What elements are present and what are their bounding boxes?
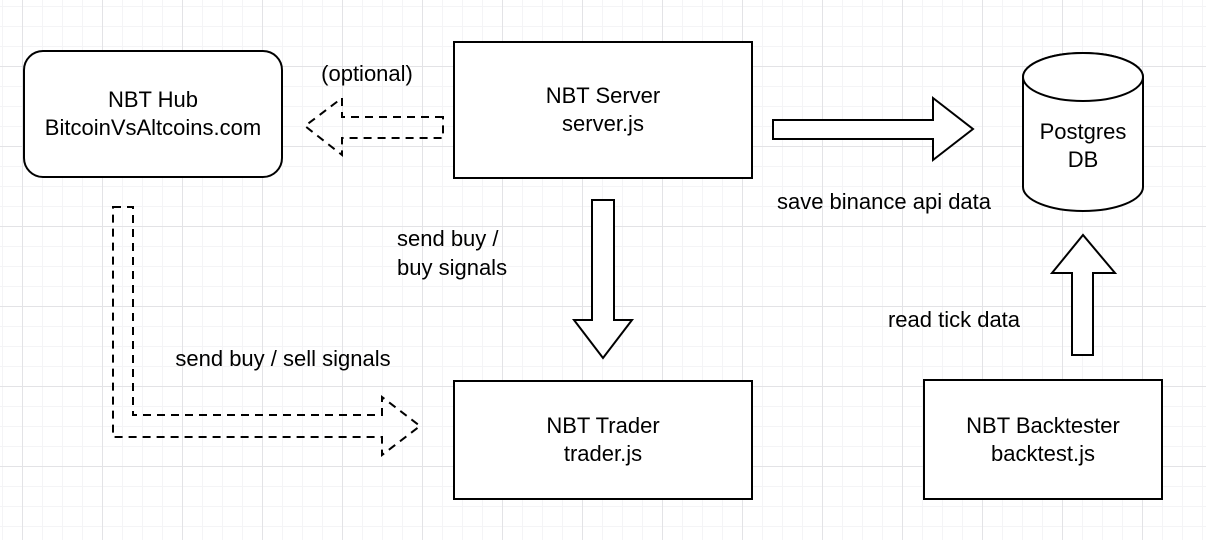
label-send-buy-buy-signals-line1: send buy /: [397, 226, 499, 251]
postgres-db-cylinder-icon: [1022, 52, 1144, 212]
label-send-buy-buy-signals-line2: buy signals: [397, 255, 508, 280]
arrow-backtester-to-postgres: [1049, 233, 1118, 356]
node-nbt-hub: NBT Hub BitcoinVsAltcoins.com: [23, 50, 283, 178]
node-nbt-hub-subtitle: BitcoinVsAltcoins.com: [44, 115, 262, 140]
arrow-server-to-trader: [571, 199, 635, 360]
dashed-arrow-hub-to-trader: [112, 206, 422, 458]
node-nbt-backtester: NBT Backtester backtest.js: [923, 379, 1163, 500]
node-nbt-trader: NBT Trader trader.js: [453, 380, 753, 500]
dashed-arrow-server-to-hub: [303, 95, 444, 158]
arrow-server-to-postgres: [772, 95, 975, 163]
node-nbt-trader-subtitle: trader.js: [563, 441, 643, 466]
node-postgres-db-subtitle: DB: [1067, 147, 1099, 172]
label-send-buy-sell-signals: send buy / sell signals: [175, 346, 391, 371]
node-nbt-server: NBT Server server.js: [453, 41, 753, 179]
label-send-buy-buy-signals: send buy / buy signals: [397, 224, 507, 282]
node-postgres-db-label: Postgres DB: [1023, 52, 1143, 210]
label-optional: (optional): [321, 61, 413, 86]
node-postgres-db-title: Postgres: [1039, 119, 1127, 144]
label-save-binance-api-data: save binance api data: [776, 189, 992, 214]
node-nbt-server-subtitle: server.js: [562, 111, 644, 136]
node-nbt-backtester-title: NBT Backtester: [966, 412, 1120, 438]
node-nbt-trader-title: NBT Trader: [546, 413, 660, 438]
label-read-tick-data: read tick data: [887, 307, 1021, 332]
node-nbt-hub-title: NBT Hub: [107, 87, 199, 112]
node-nbt-server-title: NBT Server: [545, 83, 661, 108]
node-nbt-backtester-subtitle: backtest.js: [991, 440, 1095, 466]
